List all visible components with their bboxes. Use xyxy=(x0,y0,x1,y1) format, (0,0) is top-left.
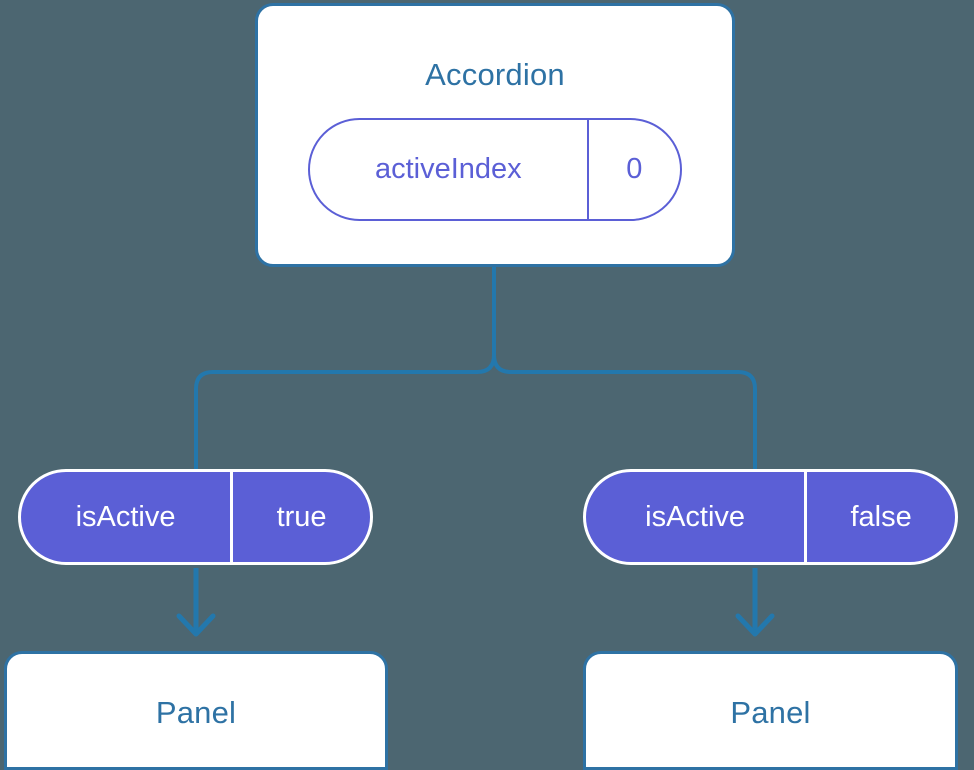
branch-right-connector xyxy=(492,267,757,469)
branch-left-connector xyxy=(194,267,496,469)
prop-pill-isactive-false-value: false xyxy=(804,472,955,562)
state-pill-activeindex[interactable]: activeIndex 0 xyxy=(308,118,682,221)
state-pill-activeindex-key: activeIndex xyxy=(374,153,522,185)
prop-pill-isactive-true-value: true xyxy=(230,472,370,562)
prop-pill-isactive-false-key: isActive xyxy=(645,500,746,533)
panel-component-title-right: Panel xyxy=(730,695,811,730)
prop-pill-isactive-true[interactable]: isActive true xyxy=(18,469,373,565)
arrow-left-head-icon xyxy=(176,613,216,637)
panel-component-card-left[interactable]: Panel xyxy=(4,651,388,770)
prop-pill-isactive-false[interactable]: isActive false xyxy=(583,469,958,565)
arrow-right-head-icon xyxy=(735,613,775,637)
accordion-component-title: Accordion xyxy=(425,57,565,92)
prop-pill-isactive-true-key: isActive xyxy=(75,500,176,533)
panel-component-card-right[interactable]: Panel xyxy=(583,651,958,770)
panel-component-title-left: Panel xyxy=(155,695,237,730)
state-pill-activeindex-value: 0 xyxy=(586,120,680,219)
